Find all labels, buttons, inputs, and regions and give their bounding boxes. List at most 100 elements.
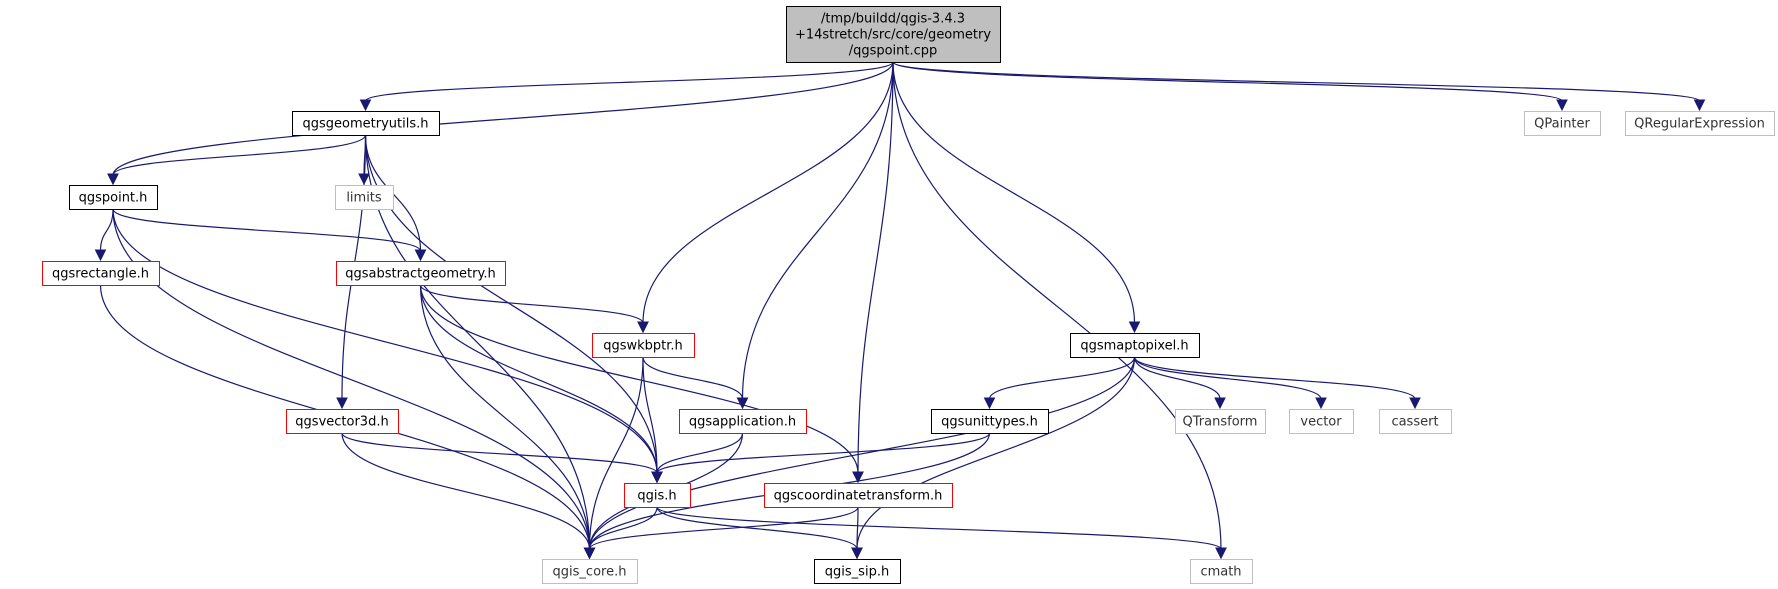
- nodes-layer: /tmp/buildd/qgis-3.4.3+14stretch/src/cor…: [42, 6, 1775, 584]
- edge-line: [419, 284, 859, 474]
- arrowhead: [414, 249, 427, 262]
- node-qregularexpression[interactable]: QRegularExpression: [1625, 111, 1775, 136]
- node-label: QTransform: [1183, 415, 1258, 430]
- node-box: [592, 333, 695, 358]
- node-label: qgsrectangle.h: [52, 267, 149, 282]
- edge-line: [892, 61, 1563, 102]
- node-label: qgis_sip.h: [825, 565, 889, 580]
- edge-qgsmaptopixel-to-qtransform: [1133, 356, 1226, 410]
- node-box: [624, 483, 691, 508]
- edges-layer: [94, 61, 1706, 560]
- node-qgsgeometryutils[interactable]: qgsgeometryutils.h: [292, 111, 440, 136]
- edge-line: [656, 506, 1222, 550]
- edge-qgsunittypes-to-qgis: [651, 432, 991, 484]
- edge-qgsmaptopixel-to-qgsunittypes: [983, 356, 1136, 410]
- edge-line: [1133, 356, 1416, 400]
- edge-line: [856, 506, 859, 550]
- node-cmath[interactable]: cmath: [1190, 559, 1253, 584]
- node-qgsmaptopixel[interactable]: qgsmaptopixel.h: [1070, 333, 1200, 358]
- node-qtransform[interactable]: QTransform: [1175, 409, 1266, 434]
- node-qgsrectangle[interactable]: qgsrectangle.h: [42, 261, 160, 286]
- edge-line: [341, 432, 591, 550]
- node-label: qgsgeometryutils.h: [303, 117, 429, 132]
- edge-qgspoint-to-qgsabstractgeometry: [112, 208, 427, 262]
- edge-qgsgeometryutils-to-qgis_core: [364, 134, 596, 560]
- edge-qgis-to-qgis_sip: [656, 506, 863, 560]
- edge-line: [656, 432, 744, 474]
- edge-qgsapplication-to-qgis: [651, 432, 744, 484]
- node-label: qgsmaptopixel.h: [1080, 339, 1188, 354]
- edge-line: [1133, 356, 1221, 400]
- node-label: qgsunittypes.h: [941, 415, 1038, 430]
- node-vector[interactable]: vector: [1289, 409, 1354, 434]
- node-label: /tmp/buildd/qgis-3.4.3: [821, 12, 965, 27]
- node-label: cassert: [1391, 415, 1438, 430]
- edge-line: [642, 356, 744, 400]
- node-box: [814, 559, 901, 584]
- node-label: qgis.h: [637, 489, 676, 504]
- edge-line: [988, 356, 1136, 400]
- arrowhead: [94, 249, 107, 262]
- node-root[interactable]: /tmp/buildd/qgis-3.4.3+14stretch/src/cor…: [786, 6, 1001, 63]
- arrowhead: [583, 547, 596, 560]
- arrowhead: [1315, 397, 1327, 410]
- edge-root-to-qgscoordinatetransform: [852, 61, 894, 484]
- node-box: [1379, 409, 1452, 434]
- node-box: [286, 409, 399, 434]
- node-box: [335, 185, 394, 210]
- node-limits[interactable]: limits: [335, 185, 394, 210]
- edge-line: [341, 432, 658, 474]
- edge-root-to-qgsgeometryutils: [359, 61, 894, 112]
- node-label: qgswkbptr.h: [603, 339, 683, 354]
- edge-qgsmaptopixel-to-qgis_sip: [851, 356, 1136, 560]
- node-qgscoordinatetransform[interactable]: qgscoordinatetransform.h: [764, 483, 953, 508]
- node-label: qgis_core.h: [553, 565, 627, 580]
- node-label: +14stretch/src/core/geometry: [795, 28, 991, 43]
- arrowhead: [359, 99, 372, 112]
- node-qgsabstractgeometry[interactable]: qgsabstractgeometry.h: [336, 261, 506, 286]
- edge-qgspoint-to-qgsrectangle: [94, 208, 114, 262]
- node-box: [1175, 409, 1266, 434]
- node-box: [1524, 111, 1601, 136]
- node-box: [42, 261, 160, 286]
- node-box: [292, 111, 440, 136]
- edge-line: [112, 61, 894, 176]
- edge-line: [642, 356, 658, 474]
- edge-qgis-to-cmath: [656, 506, 1227, 560]
- edge-line: [112, 134, 367, 176]
- edge-line: [364, 134, 591, 550]
- edge-root-to-qgsmaptopixel: [892, 61, 1141, 334]
- node-qgsunittypes[interactable]: qgsunittypes.h: [931, 409, 1049, 434]
- node-qgsapplication[interactable]: qgsapplication.h: [679, 409, 807, 434]
- node-qgswkbptr[interactable]: qgswkbptr.h: [592, 333, 695, 358]
- node-box: [1190, 559, 1253, 584]
- node-cassert[interactable]: cassert: [1379, 409, 1452, 434]
- arrowhead: [736, 397, 749, 410]
- edge-line: [99, 208, 114, 252]
- node-qgsvector3d[interactable]: qgsvector3d.h: [286, 409, 399, 434]
- edge-line: [588, 506, 859, 550]
- node-qgspainter[interactable]: QPainter: [1524, 111, 1601, 136]
- node-label: qgsvector3d.h: [295, 415, 388, 430]
- edge-qgswkbptr-to-qgis: [642, 356, 663, 484]
- node-qgis_sip[interactable]: qgis_sip.h: [814, 559, 901, 584]
- edge-line: [364, 61, 894, 102]
- node-qgis_core[interactable]: qgis_core.h: [542, 559, 638, 584]
- edge-line: [588, 356, 1136, 550]
- edge-line: [856, 356, 1136, 550]
- node-label: QPainter: [1534, 117, 1590, 132]
- edge-qgswkbptr-to-qgsapplication: [642, 356, 749, 410]
- edge-qgscoordinatetransform-to-qgis_core: [583, 506, 859, 560]
- node-label: limits: [346, 191, 382, 206]
- arrowhead: [637, 321, 649, 334]
- arrowhead: [1128, 321, 1141, 334]
- node-box: [542, 559, 638, 584]
- edge-line: [419, 284, 658, 474]
- edge-line: [112, 208, 422, 252]
- arrowhead: [851, 547, 863, 560]
- arrowhead: [1556, 99, 1568, 112]
- node-qgspoint[interactable]: qgspoint.h: [69, 185, 158, 210]
- edge-line: [642, 61, 894, 324]
- node-qgis[interactable]: qgis.h: [624, 483, 691, 508]
- node-box: [1070, 333, 1200, 358]
